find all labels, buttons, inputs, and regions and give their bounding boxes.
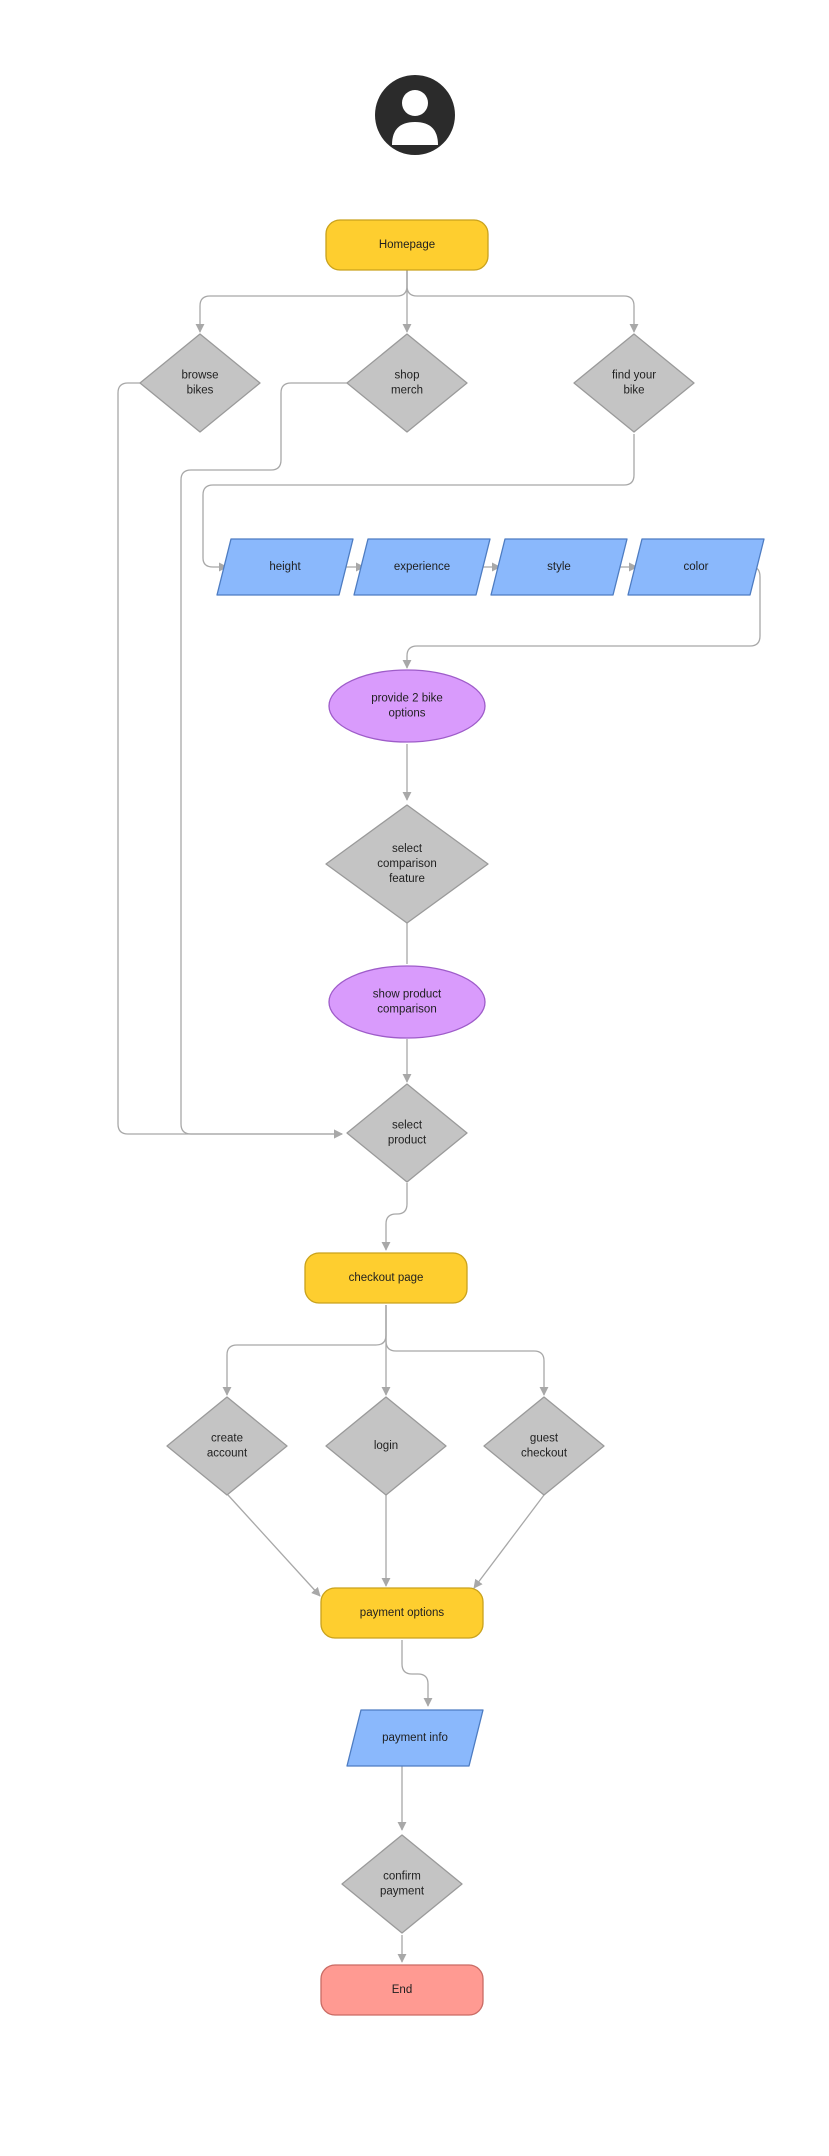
node-io-shape [627,538,765,596]
node-label: browse [181,370,218,382]
node-terminal-shape [320,1587,484,1639]
node-process-shape [328,669,486,743]
edge-select-product-to-checkout [381,1183,408,1251]
node-label: confirm [383,1871,421,1883]
node-experience: experience [353,538,491,596]
node-shop-merch: shop merch [346,333,468,433]
node-homepage: Homepage [325,219,489,271]
node-io-shape [353,538,491,596]
edge-homepage-to-browse-bikes [195,270,408,333]
node-find-your-bike: find your bike [573,333,695,433]
node-label: height [269,561,301,573]
node-process-shape [328,965,486,1039]
edge-create-account-to-payment-options [227,1494,321,1597]
node-checkout-page: checkout page [304,1252,468,1304]
node-guest-checkout: guest checkout [483,1396,605,1496]
node-provide-options: provide 2 bike options [328,669,486,743]
user-avatar-icon [375,75,455,155]
node-terminal-shape [325,219,489,271]
node-color: color [627,538,765,596]
node-confirm-payment: confirm payment [341,1834,463,1934]
flowchart-nodes: Homepage browse bikes shop merch find your bik… [139,219,765,2016]
node-decision-shape [346,1083,468,1183]
node-label: payment options [360,1607,445,1619]
node-label: guest [530,1433,559,1445]
node-terminal-shape [304,1252,468,1304]
node-login: login [325,1396,447,1496]
node-label: find your [612,370,656,382]
edge-shop-merch-to-select-product [180,382,347,1139]
node-label: login [374,1440,398,1452]
edge-checkout-to-guest-checkout [385,1305,549,1396]
node-io-shape [216,538,354,596]
node-label: bike [623,385,644,397]
node-label: product [388,1135,427,1147]
node-select-product: select product [346,1083,468,1183]
edge-color-to-provide-options [402,566,761,669]
node-label: checkout [521,1448,568,1460]
node-height: height [216,538,354,596]
node-end: End [320,1964,484,2016]
node-label: color [684,561,709,573]
node-decision-shape [325,1396,447,1496]
edge-checkout-to-create-account [222,1305,387,1396]
edge-homepage-to-find-your-bike [406,270,639,333]
node-end-shape [320,1964,484,2016]
node-label: comparison [377,1004,436,1016]
node-label: options [388,708,425,720]
node-decision-shape [346,333,468,433]
node-decision-shape [573,333,695,433]
node-label: show product [373,989,442,1001]
node-label: experience [394,561,450,573]
node-decision-shape [325,804,489,924]
node-browse-bikes: browse bikes [139,333,261,433]
node-payment-info: payment info [346,1709,484,1767]
node-label: checkout page [349,1272,424,1284]
node-payment-options: payment options [320,1587,484,1639]
node-create-account: create account [166,1396,288,1496]
node-label: create [211,1433,243,1445]
node-label: select [392,843,423,855]
node-label: style [547,561,571,573]
edge-find-bike-to-height [202,434,635,572]
node-io-shape [490,538,628,596]
node-label: payment info [382,1732,448,1744]
edge-guest-checkout-to-payment-options [473,1494,545,1589]
node-io-shape [346,1709,484,1767]
node-label: select [392,1120,423,1132]
node-label: End [392,1984,412,1996]
node-label: shop [395,370,420,382]
node-label: Homepage [379,239,435,251]
node-decision-shape [341,1834,463,1934]
edge-browse-bikes-to-select-product [117,382,343,1139]
node-label: merch [391,385,423,397]
node-decision-shape [166,1396,288,1496]
node-label: account [207,1448,248,1460]
connectors [117,270,761,1963]
node-select-comparison: select comparison feature [325,804,489,924]
node-label: bikes [187,385,214,397]
node-label: payment [380,1886,425,1898]
node-style: style [490,538,628,596]
node-label: provide 2 bike [371,693,443,705]
edge-payment-options-to-payment-info [401,1640,433,1707]
node-decision-shape [483,1396,605,1496]
node-label: feature [389,873,425,885]
node-label: comparison [377,858,436,870]
node-decision-shape [139,333,261,433]
node-show-comparison: show product comparison [328,965,486,1039]
